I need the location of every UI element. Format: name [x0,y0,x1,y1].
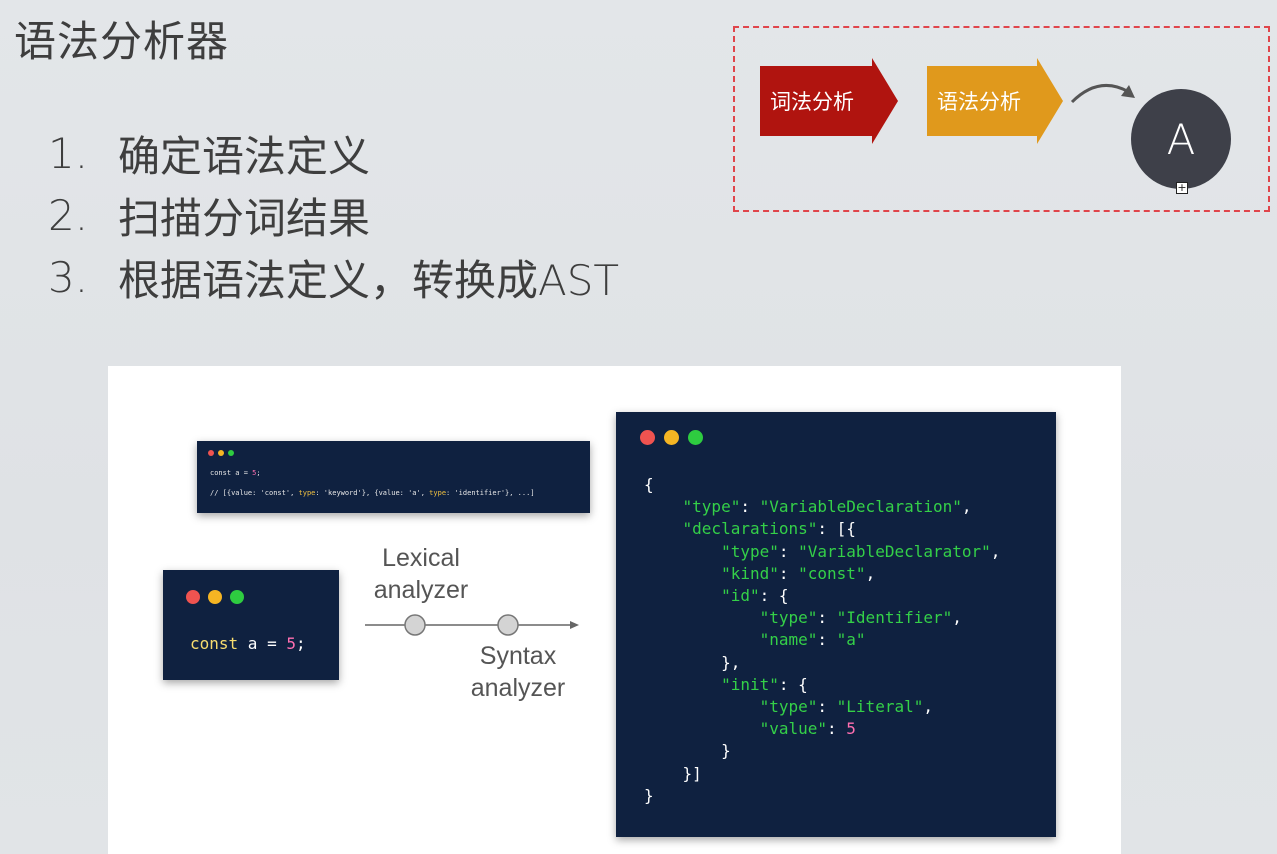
token-output-terminal: const a = 5; // [{value: 'const', type: … [197,441,590,513]
step-list: 1. 确定语法定义 2. 扫描分词结果 3. 根据语法定义，转换成AST [48,122,619,308]
step-number: 3. [48,252,89,302]
syntax-analyzer-label: Syntax analyzer [470,642,566,702]
minimize-dot-icon [218,450,224,456]
window-controls [208,450,234,456]
minimize-dot-icon [208,590,222,604]
flow-diagram[interactable]: 词法分析 语法分析 A + [733,26,1270,212]
step-item: 2. 扫描分词结果 [48,184,619,246]
source-code-terminal: const a = 5; [163,570,339,680]
syntax-stage-arrow[interactable]: 语法分析 [927,58,1063,144]
curved-arrow-icon [1070,84,1135,104]
pipeline-arrow-icon [365,614,579,636]
source-code-line: const a = 5; [190,634,306,653]
illustration-panel: const a = 5; // [{value: 'const', type: … [108,366,1121,854]
slide-title: 语法分析器 [14,17,230,66]
lexical-stage-arrow[interactable]: 词法分析 [760,58,898,144]
close-dot-icon [208,450,214,456]
step-text: 扫描分词结果 [118,193,371,243]
lexical-analyzer-label: Lexical analyzer [373,544,469,604]
code-line: const a = 5; [210,469,261,477]
ast-node[interactable]: A [1131,89,1231,189]
ast-json-code: { "type": "VariableDeclaration", "declar… [644,475,1001,805]
step-number: 1. [48,128,89,178]
ast-output-terminal: { "type": "VariableDeclaration", "declar… [616,412,1056,837]
step-item: 3. 根据语法定义，转换成AST [48,246,619,308]
token-comment-line: // [{value: 'const', type: 'keyword'}, {… [210,489,535,497]
maximize-dot-icon [230,590,244,604]
step-text: 根据语法定义，转换成AST [118,255,620,305]
step-text: 确定语法定义 [118,131,371,181]
window-controls [640,430,703,445]
close-dot-icon [186,590,200,604]
minimize-dot-icon [664,430,679,445]
step-number: 2. [48,190,89,240]
close-dot-icon [640,430,655,445]
step-item: 1. 确定语法定义 [48,122,619,184]
expand-plus-icon[interactable]: + [1176,181,1188,194]
maximize-dot-icon [228,450,234,456]
maximize-dot-icon [688,430,703,445]
window-controls [186,590,244,604]
